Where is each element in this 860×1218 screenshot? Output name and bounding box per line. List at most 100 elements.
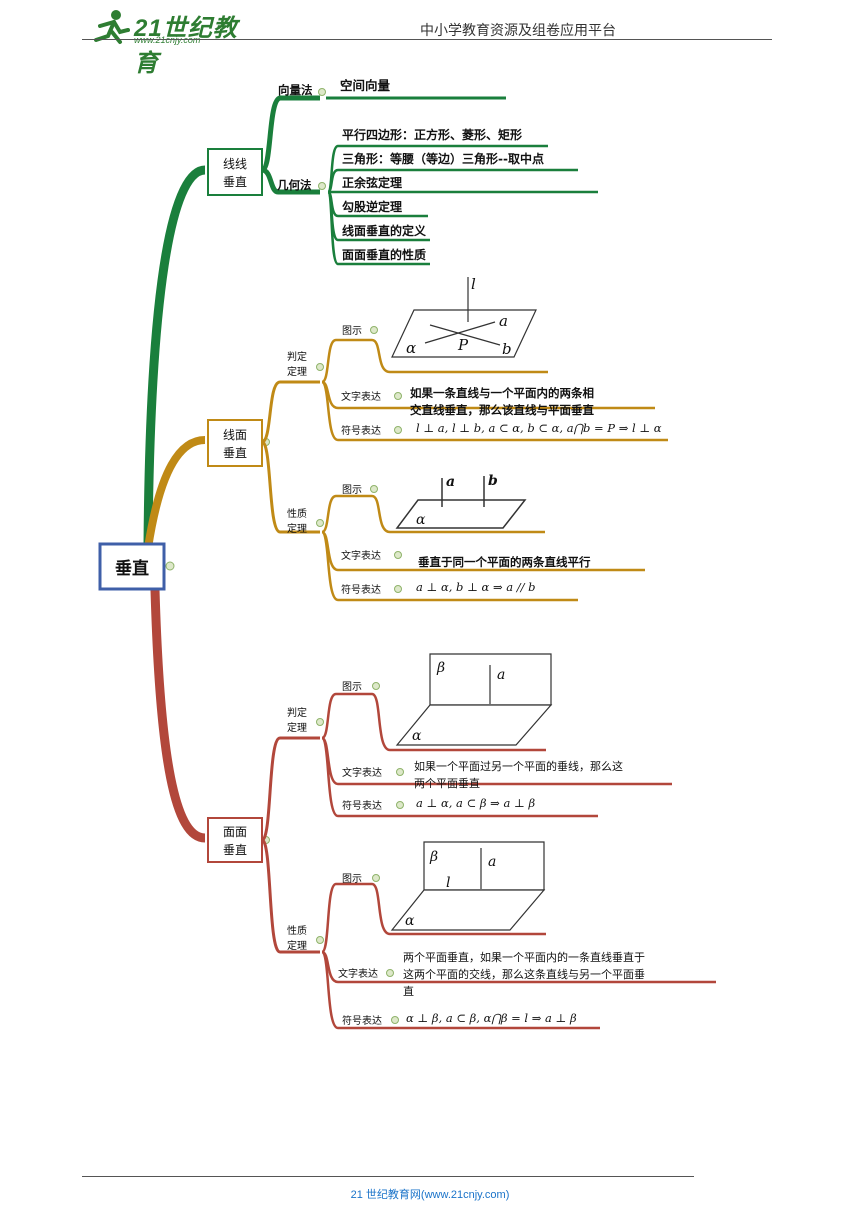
pp-judge-symbol: a ⊥ α, a ⊂ β ⇒ a ⊥ β xyxy=(416,796,535,810)
root-collapse-icon[interactable] xyxy=(165,561,175,571)
runner-icon xyxy=(94,10,130,44)
branch-curve-line-line xyxy=(143,165,206,546)
connector xyxy=(261,167,320,195)
connector xyxy=(320,882,546,954)
collapse-icon[interactable] xyxy=(391,1016,399,1024)
node-line-line[interactable] xyxy=(207,148,263,196)
lp-judge-text-l1: 如果一条直线与一个平面内的两条相 xyxy=(410,386,594,400)
pp-judge-text-label: 文字表达 xyxy=(342,766,382,779)
lp-prop-text-label: 文字表达 xyxy=(341,549,381,562)
collapse-icon[interactable] xyxy=(318,88,326,96)
pp-prop-symbol: α ⊥ β, a ⊂ β, α⋂β = l ⇒ a ⊥ β xyxy=(406,1011,577,1025)
fig-label-a: a xyxy=(488,854,496,870)
pp-prop-text-l2: 这两个平面的交线，那么这条直线与另一个平面垂 xyxy=(403,967,645,981)
lp-judge-text-l2: 交直线垂直，那么该直线与平面垂直 xyxy=(410,403,594,417)
collapse-icon[interactable] xyxy=(316,718,324,726)
root-node[interactable] xyxy=(98,542,166,591)
collapse-icon[interactable] xyxy=(394,585,402,593)
branch-curve-line-plane xyxy=(144,436,206,549)
node-plane-plane[interactable] xyxy=(207,817,263,863)
collapse-icon[interactable] xyxy=(318,182,326,190)
fig-label-alpha: α xyxy=(406,339,416,357)
lp-judge-figure: l a b α P xyxy=(391,275,537,358)
pp-prop-text-l1: 两个平面垂直，如果一个平面内的一条直线垂直于 xyxy=(403,950,645,964)
footer-divider xyxy=(82,1176,694,1177)
root-label: 垂直 xyxy=(115,558,149,579)
fig-label-l: l xyxy=(446,875,450,891)
geometry-item: 正余弦定理 xyxy=(342,175,402,190)
header-title: 中小学教育资源及组卷应用平台 xyxy=(420,23,616,39)
lp-prop-text: 垂直于同一个平面的两条直线平行 xyxy=(418,555,591,569)
pp-judge-l1: 判定 xyxy=(287,706,307,719)
node-line-plane[interactable] xyxy=(207,419,263,467)
pp-prop-text-label: 文字表达 xyxy=(338,967,378,980)
connector xyxy=(261,380,320,444)
connector xyxy=(260,440,320,534)
lp-judge-l1: 判定 xyxy=(287,350,307,363)
collapse-icon[interactable] xyxy=(372,682,380,690)
geometry-item: 面面垂直的性质 xyxy=(342,247,426,262)
lp-prop-symbol-label: 符号表达 xyxy=(341,583,381,596)
lp-judge-text-label: 文字表达 xyxy=(341,390,381,403)
lp-judge-symbol: l ⊥ a, l ⊥ b, a ⊂ α, b ⊂ α, a⋂b = P ⇒ l … xyxy=(416,421,662,435)
connector xyxy=(320,950,600,1030)
pp-judge-text-l1: 如果一个平面过另一个平面的垂线，那么这 xyxy=(414,759,623,773)
fig-label-a: a xyxy=(446,474,455,490)
pp-prop-figure: β a l α xyxy=(390,841,546,931)
method-vector: 向量法 xyxy=(278,83,313,97)
site-logo: 21世纪教育 www.21cnjy.com xyxy=(90,8,260,77)
node-line-plane-l2: 垂直 xyxy=(223,446,247,460)
collapse-icon[interactable] xyxy=(316,519,324,527)
fig-label-b: b xyxy=(502,340,512,358)
fig-label-beta: β xyxy=(429,849,438,865)
lp-judge-diagram-label: 图示 xyxy=(342,325,362,337)
pp-prop-text-l3: 直 xyxy=(403,984,414,998)
logo-text: 21世纪教育 xyxy=(134,15,238,77)
collapse-icon[interactable] xyxy=(394,426,402,434)
connector xyxy=(320,736,598,818)
lp-judge-symbol-label: 符号表达 xyxy=(341,424,381,437)
collapse-icon[interactable] xyxy=(316,363,324,371)
lp-prop-figure: a b α xyxy=(395,473,527,529)
connector xyxy=(320,692,546,752)
connector xyxy=(326,190,430,266)
pp-prop-symbol-label: 符号表达 xyxy=(342,1014,382,1027)
collapse-icon[interactable] xyxy=(394,551,402,559)
fig-label-alpha: α xyxy=(412,728,422,744)
fig-label-a: a xyxy=(499,312,508,330)
pp-judge-text-l2: 两个平面垂直 xyxy=(414,776,480,790)
pp-judge-diagram-label: 图示 xyxy=(342,681,362,693)
pp-prop-diagram-label: 图示 xyxy=(342,873,362,885)
collapse-icon[interactable] xyxy=(396,801,404,809)
fig-label-P: P xyxy=(457,336,469,354)
geometry-item: 平行四边形：正方形、菱形、矩形 xyxy=(342,127,522,142)
method-geometry: 几何法 xyxy=(277,178,312,192)
logo-subtext: www.21cnjy.com xyxy=(134,35,201,45)
node-plane-plane-l1: 面面 xyxy=(223,825,247,839)
lp-prop-diagram-label: 图示 xyxy=(342,484,362,496)
footer-link[interactable]: 21 世纪教育网(www.21cnjy.com) xyxy=(350,1189,510,1201)
geometry-item: 勾股逆定理 xyxy=(342,199,402,214)
node-plane-plane-l2: 垂直 xyxy=(223,843,247,857)
collapse-icon[interactable] xyxy=(370,326,378,334)
branch-curve-plane-plane xyxy=(150,589,206,843)
connector xyxy=(320,530,578,602)
connector xyxy=(260,736,320,842)
collapse-icon[interactable] xyxy=(394,392,402,400)
connector xyxy=(320,380,668,442)
lp-prop-l2: 定理 xyxy=(287,522,307,535)
collapse-icon[interactable] xyxy=(386,969,394,977)
connector xyxy=(321,494,545,534)
pp-prop-l1: 性质 xyxy=(287,924,307,937)
collapse-icon[interactable] xyxy=(372,874,380,882)
collapse-icon[interactable] xyxy=(396,768,404,776)
pp-judge-l2: 定理 xyxy=(287,721,307,734)
fig-label-alpha: α xyxy=(416,512,426,528)
header-divider xyxy=(82,39,772,40)
collapse-icon[interactable] xyxy=(370,485,378,493)
collapse-icon[interactable] xyxy=(316,936,324,944)
vector-item: 空间向量 xyxy=(340,78,391,93)
connector xyxy=(321,338,548,384)
connector xyxy=(260,838,320,954)
fig-label-b: b xyxy=(488,473,498,489)
